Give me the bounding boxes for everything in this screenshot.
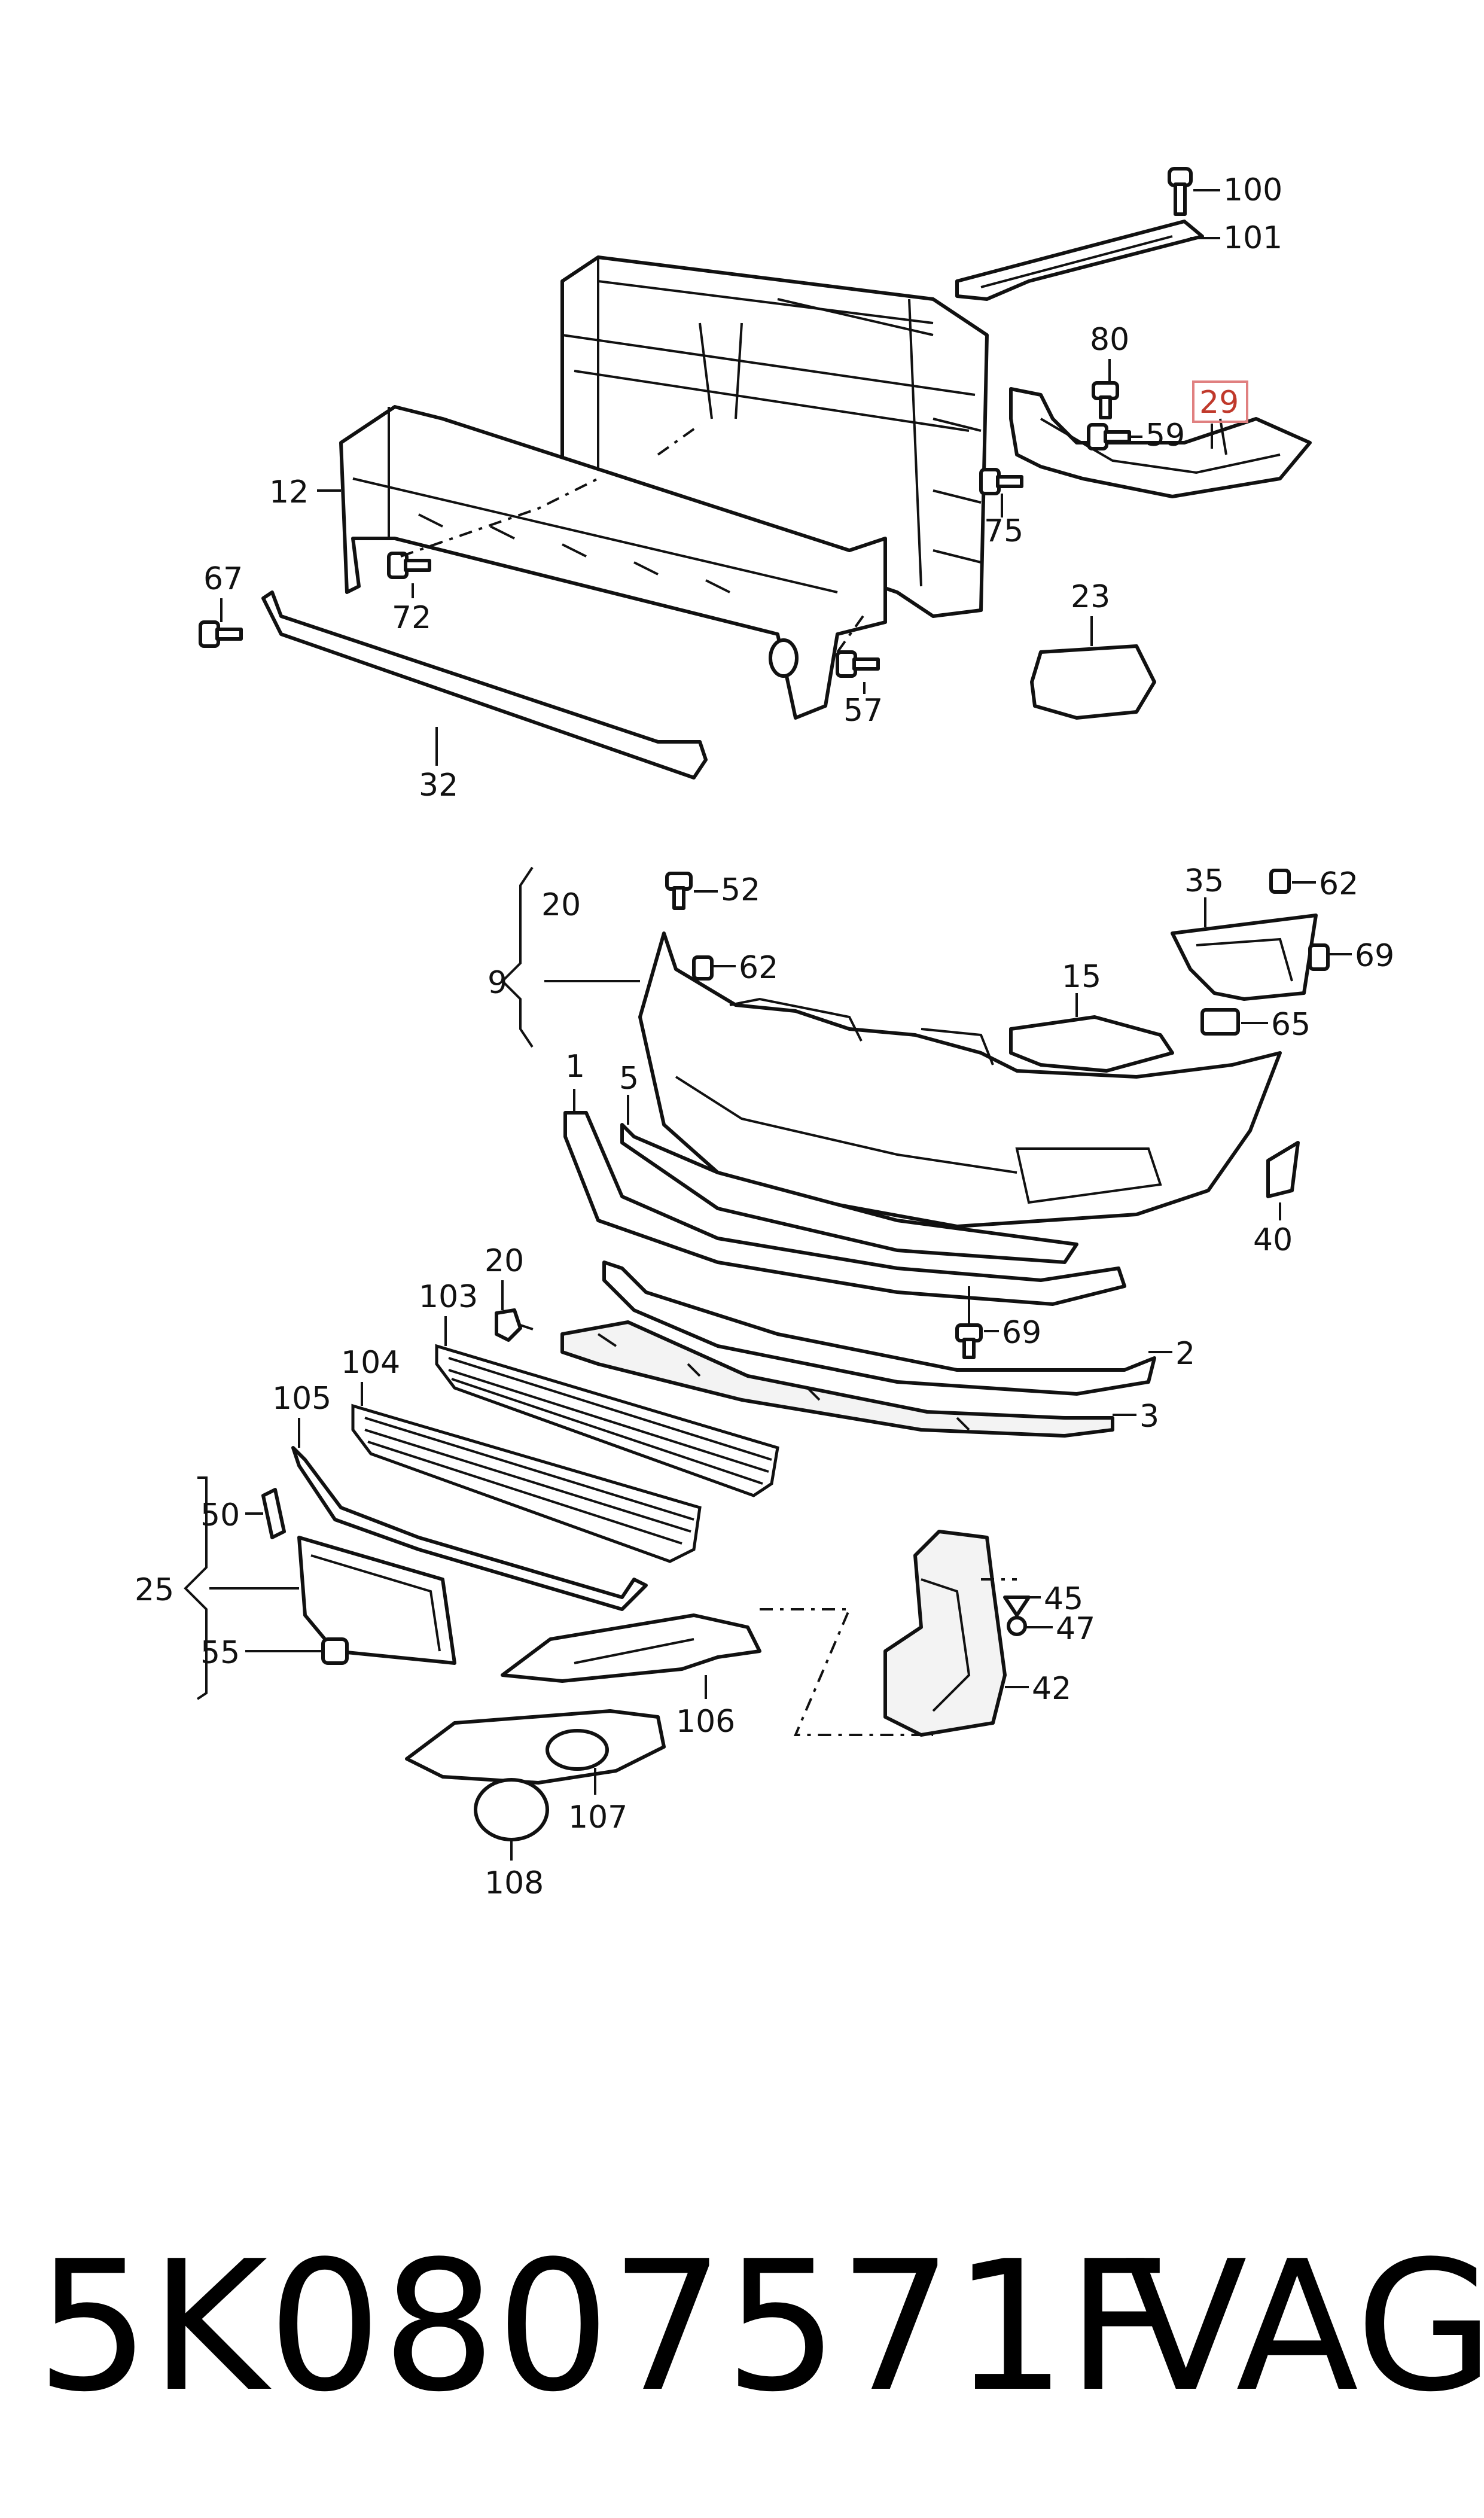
part-12-bumper-beam bbox=[339, 405, 887, 720]
label-5: 5 bbox=[619, 1061, 639, 1097]
label-2: 2 bbox=[1175, 1336, 1195, 1372]
screw-67 bbox=[199, 620, 243, 648]
label-20-top: 20 bbox=[541, 887, 581, 923]
label-50: 50 bbox=[200, 1497, 240, 1533]
label-75: 75 bbox=[984, 513, 1023, 549]
label-40: 40 bbox=[1253, 1222, 1293, 1258]
part-5-strip bbox=[620, 1123, 1078, 1264]
part-3-grille-frame bbox=[560, 1320, 1114, 1438]
part-1-strip bbox=[563, 1111, 1126, 1306]
label-25: 25 bbox=[135, 1572, 174, 1608]
screw-80 bbox=[1092, 381, 1119, 419]
part-42-bracket bbox=[883, 1530, 1007, 1737]
screw-52 bbox=[665, 872, 693, 910]
part-32-lower-strip bbox=[261, 590, 708, 780]
label-3: 3 bbox=[1139, 1399, 1159, 1435]
label-69-mid: 69 bbox=[1002, 1315, 1041, 1351]
part-108-ring bbox=[474, 1778, 549, 1841]
part-47-clip bbox=[1007, 1616, 1027, 1636]
label-80: 80 bbox=[1090, 322, 1129, 358]
label-62-left: 62 bbox=[739, 950, 778, 986]
label-35: 35 bbox=[1184, 863, 1224, 899]
label-100: 100 bbox=[1223, 172, 1282, 208]
screw-69a bbox=[1308, 943, 1330, 971]
maker-text: VAG bbox=[1125, 2222, 1484, 2431]
label-23: 23 bbox=[1071, 579, 1110, 615]
label-103: 103 bbox=[419, 1279, 478, 1315]
part-106-trim bbox=[501, 1613, 761, 1683]
part-15-bracket bbox=[1009, 1015, 1174, 1073]
part-107-fog-trim bbox=[405, 1709, 666, 1785]
part-40-piece bbox=[1266, 1141, 1300, 1198]
part-104-grille bbox=[351, 1403, 702, 1563]
label-9: 9 bbox=[487, 965, 507, 1001]
part-23-cap bbox=[1030, 644, 1156, 720]
label-104: 104 bbox=[341, 1345, 400, 1381]
label-15: 15 bbox=[1062, 959, 1101, 995]
part-29-bracket bbox=[1009, 387, 1312, 498]
screw-69b bbox=[955, 1323, 983, 1359]
label-65: 65 bbox=[1271, 1007, 1311, 1043]
label-57: 57 bbox=[843, 693, 883, 729]
part-45-clip bbox=[1003, 1596, 1031, 1617]
part-101-bracket bbox=[955, 220, 1204, 301]
label-105: 105 bbox=[272, 1381, 331, 1417]
label-42: 42 bbox=[1032, 1671, 1071, 1707]
clip-20 bbox=[495, 1308, 522, 1342]
clip-62a bbox=[692, 955, 714, 981]
label-101: 101 bbox=[1223, 220, 1282, 256]
part-65-clip bbox=[1200, 1008, 1240, 1036]
label-32: 32 bbox=[419, 768, 458, 803]
label-59: 59 bbox=[1145, 418, 1185, 453]
label-20-mid: 20 bbox=[484, 1243, 524, 1279]
label-12: 12 bbox=[269, 474, 309, 510]
label-62-right: 62 bbox=[1319, 866, 1358, 902]
part-35-bracket bbox=[1171, 914, 1318, 1001]
screw-57 bbox=[836, 650, 880, 678]
part-2-strip bbox=[602, 1260, 1156, 1396]
part-50-clip bbox=[261, 1488, 286, 1539]
label-108: 108 bbox=[484, 1865, 544, 1901]
label-47: 47 bbox=[1056, 1611, 1095, 1647]
part-103-grille bbox=[435, 1344, 779, 1497]
screw-75 bbox=[979, 468, 1023, 495]
screw-55 bbox=[321, 1637, 349, 1665]
label-1: 1 bbox=[565, 1049, 585, 1085]
label-107: 107 bbox=[568, 1800, 627, 1835]
label-52: 52 bbox=[721, 872, 760, 908]
label-69-right: 69 bbox=[1355, 938, 1394, 974]
label-55: 55 bbox=[200, 1635, 240, 1671]
part-number-text: 5K0807571F bbox=[36, 2222, 1171, 2431]
part-25-plate-holder bbox=[297, 1536, 456, 1665]
part-105-strip bbox=[291, 1446, 648, 1611]
label-45: 45 bbox=[1044, 1581, 1083, 1617]
screw-72 bbox=[387, 552, 431, 579]
part-100-screw bbox=[1168, 167, 1193, 216]
clip-62b bbox=[1269, 869, 1291, 894]
label-67: 67 bbox=[203, 561, 243, 597]
screw-59 bbox=[1087, 423, 1131, 450]
label-29-highlighted: 29 bbox=[1199, 385, 1239, 421]
label-106: 106 bbox=[676, 1704, 735, 1740]
label-72: 72 bbox=[392, 600, 431, 636]
